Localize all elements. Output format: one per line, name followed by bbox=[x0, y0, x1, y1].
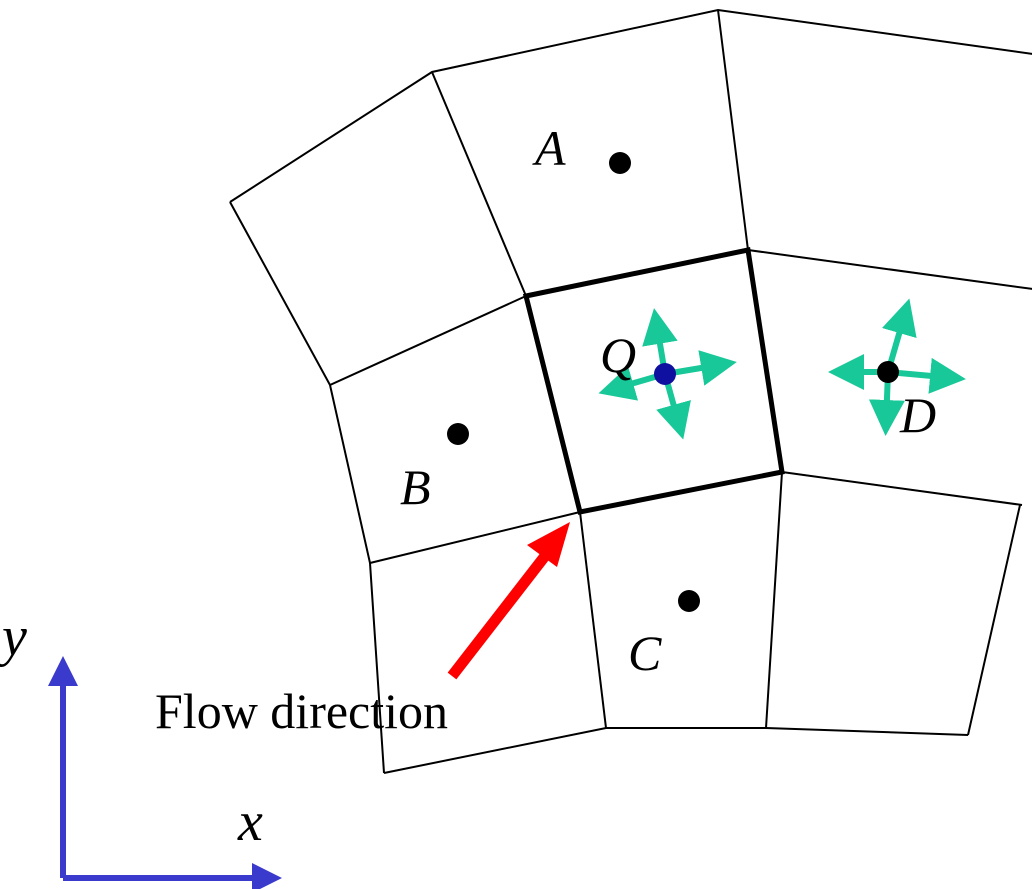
node-q bbox=[654, 363, 676, 385]
mesh-line-748-1040 bbox=[747, 249, 1032, 290]
node-c bbox=[678, 590, 700, 612]
label-b: B bbox=[400, 459, 431, 515]
node-b bbox=[447, 423, 469, 445]
flow-arrow bbox=[447, 522, 570, 680]
mesh-top-edge bbox=[229, 8, 1032, 203]
mesh-right-lower-edge bbox=[967, 504, 1021, 736]
label-d: D bbox=[899, 387, 936, 443]
x-axis-label: x bbox=[237, 791, 263, 853]
node-a bbox=[609, 152, 631, 174]
mesh-line-580-606 bbox=[579, 511, 607, 729]
mesh-left-edge bbox=[229, 201, 385, 774]
label-c: C bbox=[628, 625, 662, 681]
mesh-line-370-580 bbox=[369, 511, 581, 564]
label-a: A bbox=[532, 120, 566, 176]
mesh-line-330-526 bbox=[329, 295, 527, 386]
control-volume-q bbox=[522, 247, 785, 515]
node-d bbox=[877, 361, 899, 383]
mesh-bottom-edge bbox=[383, 727, 969, 774]
d-arrow-right bbox=[887, 357, 966, 394]
y-axis-label: y bbox=[0, 606, 27, 668]
label-q: Q bbox=[600, 327, 636, 383]
mesh-line-432-526 bbox=[431, 71, 527, 297]
flow-direction-label: Flow direction bbox=[155, 683, 448, 739]
mesh-line-782-1022 bbox=[781, 471, 1023, 506]
coordinate-axes bbox=[48, 656, 282, 889]
mesh-line-718-748 bbox=[717, 9, 749, 251]
mesh-line-782-766 bbox=[765, 471, 783, 729]
mesh-grid bbox=[229, 8, 1032, 774]
